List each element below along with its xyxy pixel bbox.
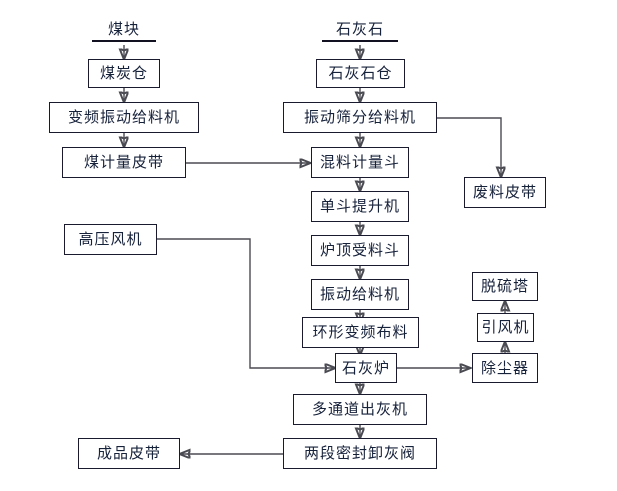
node-vfd-vibrating-feeder[interactable]: 变频振动给料机 <box>49 102 199 133</box>
node-furnace-top-hopper[interactable]: 炉顶受料斗 <box>311 235 409 266</box>
node-product-belt[interactable]: 成品皮带 <box>78 438 180 469</box>
node-desulfurization-tower[interactable]: 脱硫塔 <box>472 272 538 301</box>
node-single-bucket-elevator[interactable]: 单斗提升机 <box>311 191 409 222</box>
node-two-stage-sealed-ash-valve[interactable]: 两段密封卸灰阀 <box>283 438 437 469</box>
node-vibrating-feeder[interactable]: 振动给料机 <box>311 279 409 310</box>
node-mix-weighing-hopper[interactable]: 混料计量斗 <box>311 147 409 178</box>
node-waste-belt[interactable]: 废料皮带 <box>464 177 546 208</box>
node-limestone-bin[interactable]: 石灰石仓 <box>316 59 405 88</box>
node-dust-collector[interactable]: 除尘器 <box>472 353 538 383</box>
node-lime-kiln[interactable]: 石灰炉 <box>335 353 397 383</box>
node-coal-weighing-belt[interactable]: 煤计量皮带 <box>62 147 186 178</box>
edge-high-pressure-fan-to-lime-kiln <box>157 238 335 368</box>
node-high-pressure-fan[interactable]: 高压风机 <box>64 224 157 255</box>
node-multi-channel-ash-discharger[interactable]: 多通道出灰机 <box>293 394 427 425</box>
heading-coal-source: 煤块 <box>92 16 156 42</box>
node-vibrating-screen-feeder[interactable]: 振动筛分给料机 <box>283 102 437 133</box>
node-induced-draft-fan[interactable]: 引风机 <box>477 313 534 342</box>
heading-limestone-source: 石灰石 <box>322 16 398 42</box>
edge-screen-feeder-to-waste-belt <box>437 117 501 177</box>
node-coal-bin[interactable]: 煤炭仓 <box>88 59 160 88</box>
node-ring-vfd-distributor[interactable]: 环形变频布料 <box>302 317 419 348</box>
